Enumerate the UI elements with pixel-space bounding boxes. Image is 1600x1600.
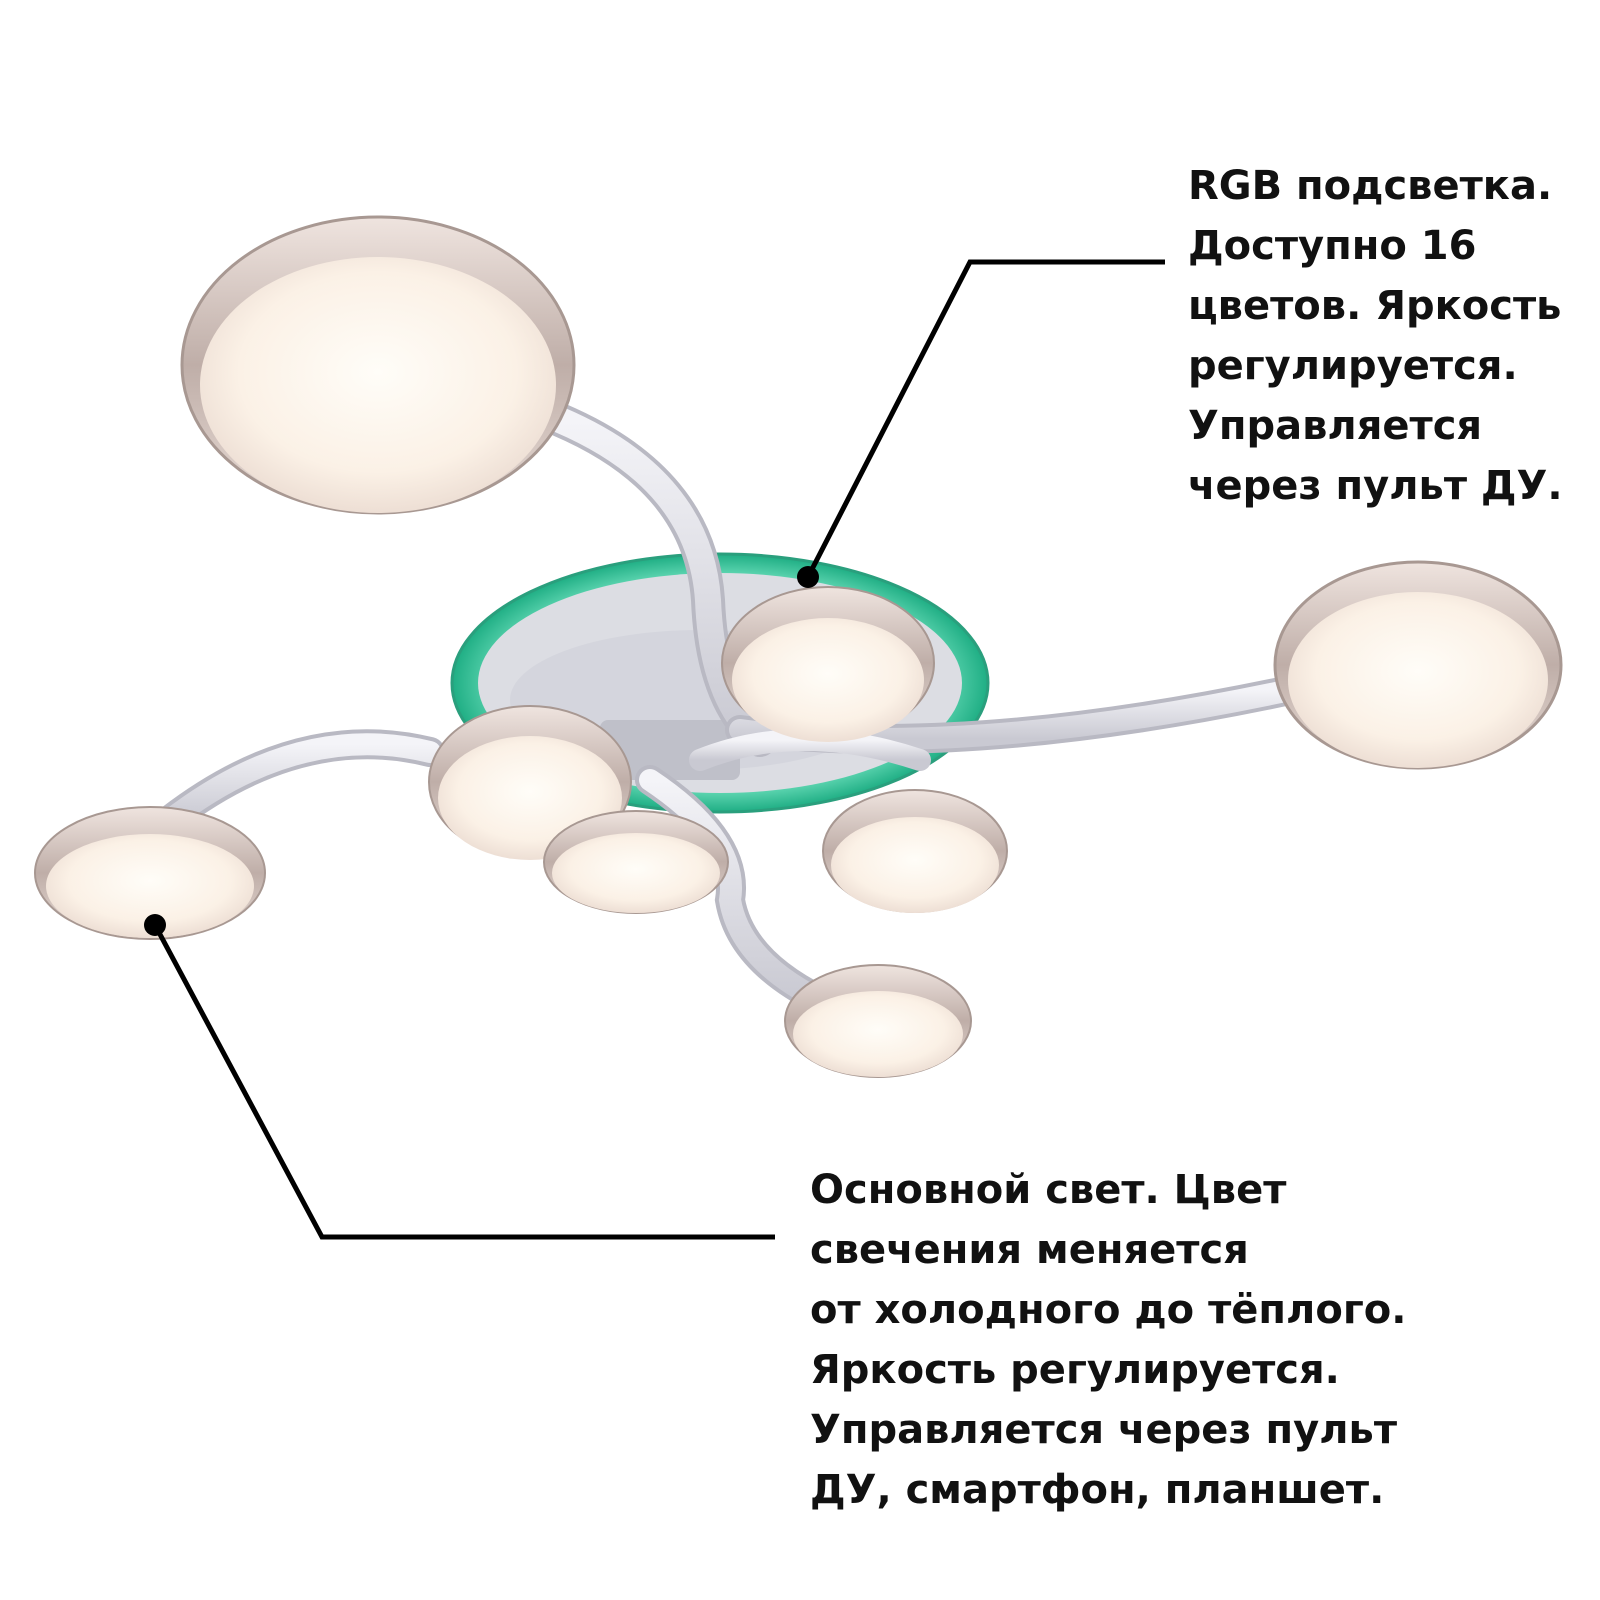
lamp-center-right bbox=[822, 789, 1008, 913]
callout-line: через пульт ДУ. bbox=[1188, 463, 1563, 509]
callout-line: Основной свет. Цвет bbox=[810, 1167, 1287, 1213]
main-light-callout: Основной свет. Цвет свечения меняется от… bbox=[810, 1160, 1406, 1520]
lamp-far-left bbox=[34, 806, 266, 940]
lamp-right bbox=[1273, 560, 1563, 770]
rgb-backlight-callout: RGB подсветка. Доступно 16 цветов. Яркос… bbox=[1188, 156, 1563, 516]
callout-line: Управляется через пульт bbox=[810, 1407, 1398, 1453]
callout-line: Управляется bbox=[1188, 403, 1483, 449]
callout-line: цветов. Яркость bbox=[1188, 283, 1562, 329]
leader-line-main bbox=[144, 914, 775, 1240]
lamp-top-left bbox=[180, 215, 576, 515]
callout-line: Яркость регулируется. bbox=[810, 1347, 1340, 1393]
callout-line: Доступно 16 bbox=[1188, 223, 1477, 269]
lamp-bottom bbox=[784, 964, 972, 1078]
callout-line: регулируется. bbox=[1188, 343, 1518, 389]
callout-line: от холодного до тёплого. bbox=[810, 1287, 1407, 1333]
callout-line: ДУ, смартфон, планшет. bbox=[810, 1467, 1385, 1513]
callout-line: свечения меняется bbox=[810, 1227, 1249, 1273]
callout-line: RGB подсветка. bbox=[1188, 163, 1553, 209]
lamp-center-bottom bbox=[543, 810, 729, 914]
leader-line-rgb bbox=[797, 259, 1165, 588]
lamp-center-top bbox=[721, 586, 935, 742]
